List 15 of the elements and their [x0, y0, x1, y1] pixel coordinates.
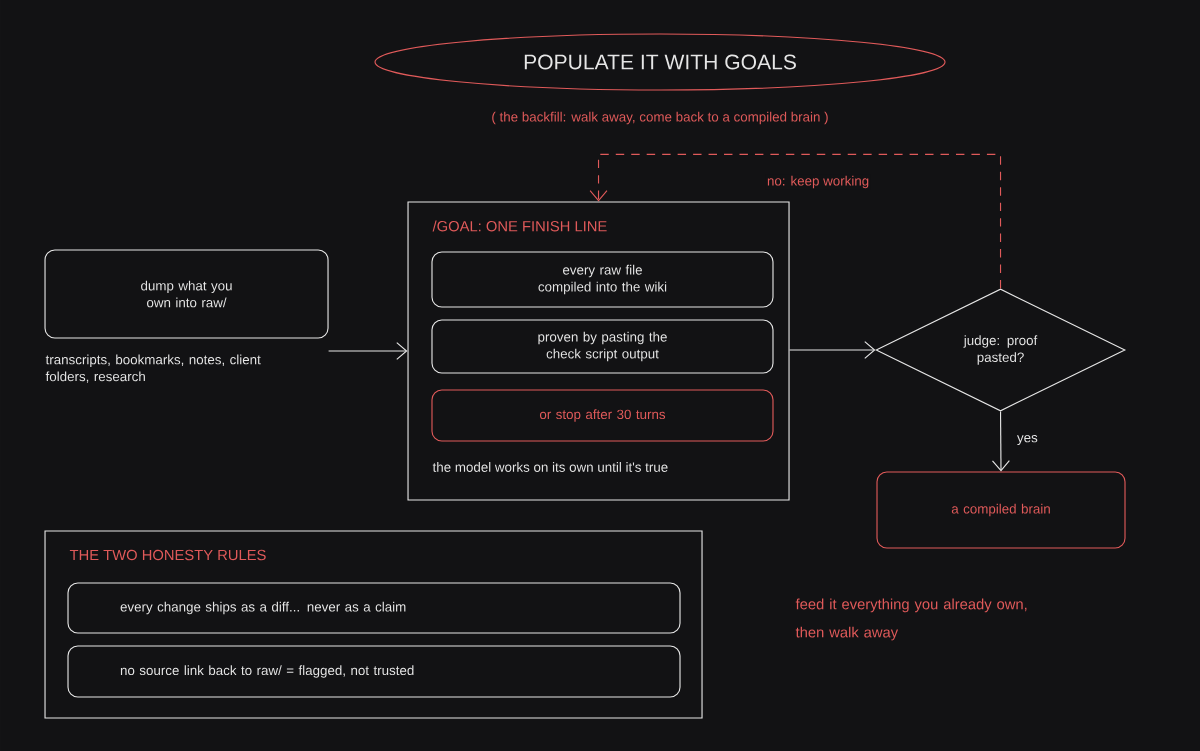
edge-label: no: keep working	[765, 174, 871, 190]
arrow	[328, 342, 408, 360]
note-text: transcripts, bookmarks, notes, client folders, research	[45, 354, 261, 383]
process-box: or stop after 30 turns	[431, 389, 774, 442]
process-box: every raw file compiled into the wiki	[431, 251, 774, 308]
process-box: proven by pasting the check script output	[431, 319, 774, 374]
arrow	[589, 153, 1002, 289]
process-box: every change ships as a diff... never as a claim	[67, 582, 681, 634]
process-box: no source link back to raw/ = flagged, not trusted	[67, 645, 681, 698]
arrow	[789, 341, 876, 359]
process-box: a compiled brain	[876, 471, 1126, 549]
note-text: ( the backfill: walk away, come back to a compiled brain )	[492, 111, 828, 125]
process-box: dump what you own into raw/	[44, 249, 329, 339]
note-text: feed it everything you already own, then walk away	[795, 598, 1027, 641]
arrow	[991, 411, 1010, 472]
